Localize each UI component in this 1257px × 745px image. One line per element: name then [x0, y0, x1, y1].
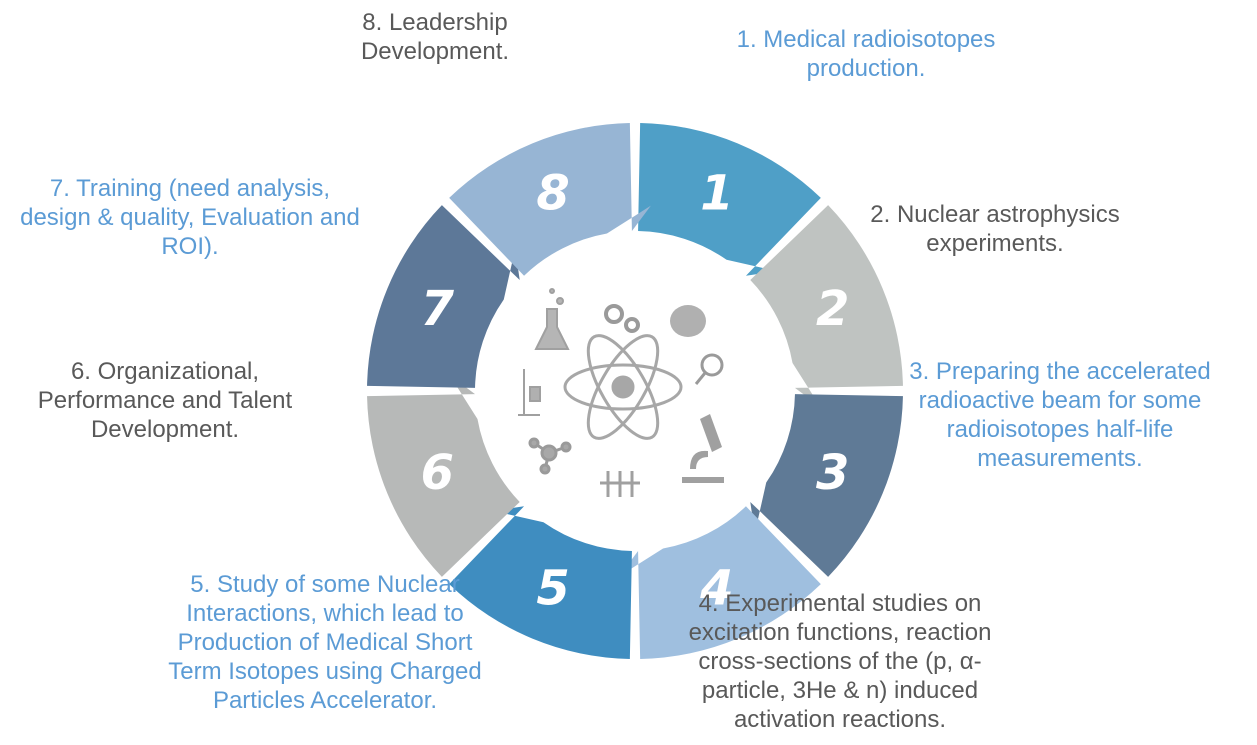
segment-number-7: 7 — [421, 281, 455, 337]
segment-number-6: 6 — [421, 445, 454, 501]
label-item-4: 4. Experimental studies on excitation fu… — [688, 590, 992, 733]
label-item-2: 2. Nuclear astrophysics experiments. — [870, 201, 1120, 257]
magnifier-icon — [694, 353, 724, 385]
segment-number-2: 2 — [816, 281, 849, 337]
gears-icon — [604, 304, 640, 333]
label-item-7: 7. Training (need analysis, design & qua… — [20, 175, 360, 260]
label-item-3: 3. Preparing the accelerated radioactive… — [909, 358, 1211, 472]
wheel-segment-6 — [367, 375, 520, 577]
segment-number-1: 1 — [700, 165, 733, 221]
wheel-segment-3 — [750, 394, 903, 577]
label-item-8: 8. Leadership Development. — [360, 9, 510, 65]
atom-icon — [563, 334, 683, 440]
wheel-segment-8 — [449, 123, 651, 276]
wheel-segment-5 — [449, 506, 632, 659]
test-tubes-icon — [600, 471, 640, 497]
label-item-6: 6. Organizational, Performance and Talen… — [37, 358, 293, 443]
label-item-5: 5. Study of some Nuclear Interactions, w… — [168, 571, 482, 714]
center-illustration — [517, 273, 753, 509]
wheel-segment-1 — [638, 123, 821, 276]
segment-number-4: 4 — [699, 561, 733, 617]
lab-stand-icon — [518, 369, 541, 416]
flask-icon — [534, 288, 570, 350]
segment-number-5: 5 — [536, 561, 569, 617]
molecule-icon — [528, 437, 572, 475]
wheel-segment-7 — [367, 205, 520, 388]
segment-number-8: 8 — [536, 165, 569, 221]
segment-number-3: 3 — [816, 445, 849, 501]
wheel-segment-4 — [619, 506, 821, 659]
brain-icon — [670, 305, 706, 337]
label-item-1: 1. Medical radioisotopes production. — [736, 26, 996, 81]
wheel-segment-2 — [750, 205, 903, 407]
microscope-icon — [682, 414, 724, 483]
